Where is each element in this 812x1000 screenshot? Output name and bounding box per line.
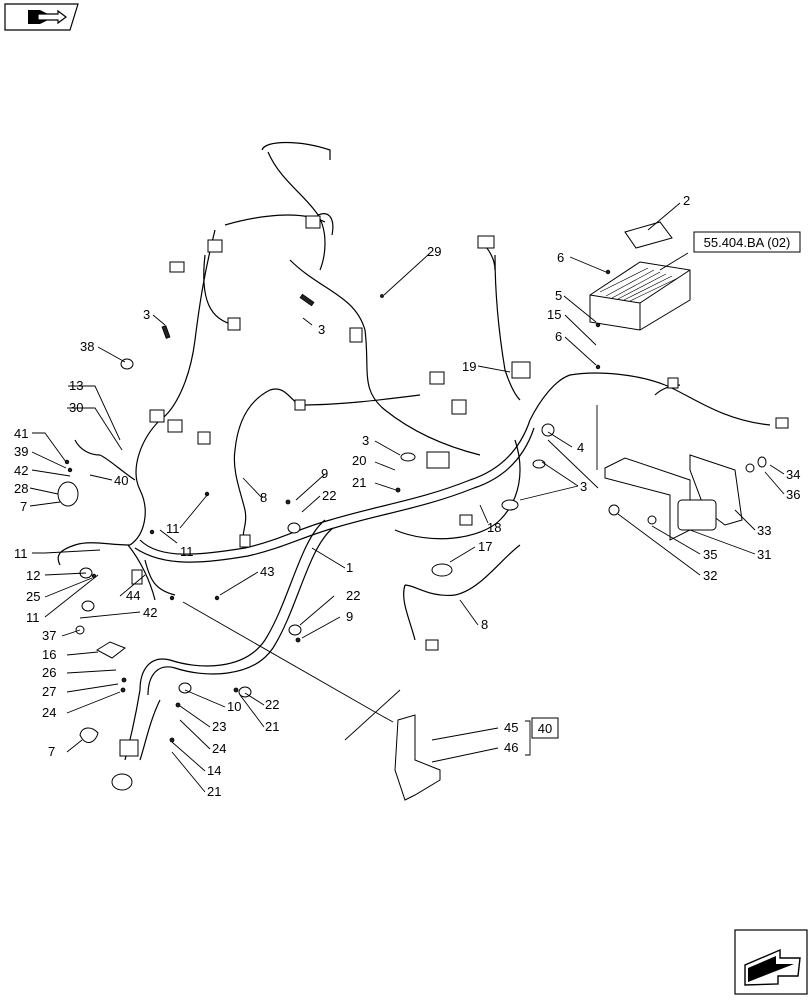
callout-23: 23 <box>212 719 226 734</box>
callout-7-lower: 7 <box>48 744 55 759</box>
callout-31: 31 <box>757 547 771 562</box>
callout-40: 40 <box>114 473 128 488</box>
callout-3-right: 3 <box>580 479 587 494</box>
callout-12: 12 <box>26 568 40 583</box>
callout-36: 36 <box>786 487 800 502</box>
grommets <box>57 358 767 743</box>
leader-lines <box>29 202 785 793</box>
callout-21-lower: 21 <box>265 719 279 734</box>
callout-11-left: 11 <box>14 546 28 561</box>
callout-3: 3 <box>143 307 150 322</box>
callout-7: 7 <box>20 499 27 514</box>
callout-34: 34 <box>786 467 800 482</box>
callout-5: 5 <box>555 288 562 303</box>
reference-box-group[interactable]: 40 <box>531 717 559 739</box>
callout-26: 26 <box>42 665 56 680</box>
callout-21-bottom: 21 <box>207 784 221 799</box>
callout-2: 2 <box>683 193 690 208</box>
callout-35: 35 <box>703 547 717 562</box>
callout-19: 19 <box>462 359 476 374</box>
callout-32: 32 <box>703 568 717 583</box>
callout-10: 10 <box>227 699 241 714</box>
callout-9-mid: 9 <box>346 609 353 624</box>
callout-22-lower: 22 <box>265 697 279 712</box>
callout-21: 21 <box>352 475 366 490</box>
mounting-bracket <box>604 454 743 541</box>
callout-46: 46 <box>504 740 518 755</box>
callout-8-right: 8 <box>481 617 488 632</box>
label-sheet <box>624 221 673 249</box>
fuse-box <box>589 261 691 331</box>
callout-16: 16 <box>42 647 56 662</box>
callout-numbers: 2 6 5 15 6 29 3 3 38 19 13 30 41 39 42 4… <box>14 193 800 799</box>
callout-3-center: 3 <box>318 322 325 337</box>
callout-14: 14 <box>207 763 221 778</box>
callout-24: 24 <box>42 705 56 720</box>
next-page-arrow-icon[interactable] <box>734 929 808 995</box>
callout-6-lower: 6 <box>555 329 562 344</box>
callout-18: 18 <box>487 520 501 535</box>
callout-43: 43 <box>260 564 274 579</box>
cover-plate <box>95 641 127 659</box>
callout-33: 33 <box>757 523 771 538</box>
callout-41: 41 <box>14 426 28 441</box>
main-harness <box>57 141 771 761</box>
callout-37: 37 <box>42 628 56 643</box>
callout-11-b: 11 <box>180 544 194 559</box>
callout-44: 44 <box>126 588 140 603</box>
connector-blocks <box>111 215 789 791</box>
callout-4: 4 <box>577 440 584 455</box>
callout-13: 13 <box>69 378 83 393</box>
book-arrow-icon[interactable] <box>4 3 79 31</box>
callout-27: 27 <box>42 684 56 699</box>
group-ref-text: 40 <box>538 721 552 736</box>
callout-20: 20 <box>352 453 366 468</box>
fasteners <box>64 269 611 743</box>
callout-45: 45 <box>504 720 518 735</box>
separator-lines <box>182 405 599 741</box>
callout-6: 6 <box>557 250 564 265</box>
callout-15: 15 <box>547 307 561 322</box>
callout-1: 1 <box>346 560 353 575</box>
callout-3-cluster: 3 <box>362 433 369 448</box>
callout-39: 39 <box>14 444 28 459</box>
callout-29: 29 <box>427 244 441 259</box>
lower-bracket <box>394 714 441 801</box>
callout-38: 38 <box>80 339 94 354</box>
callout-8: 8 <box>260 490 267 505</box>
callout-11: 11 <box>166 521 180 536</box>
callout-30: 30 <box>69 400 83 415</box>
callout-28: 28 <box>14 481 28 496</box>
callout-11-lower: 11 <box>26 610 40 625</box>
callout-22: 22 <box>322 488 336 503</box>
callout-24-lower: 24 <box>212 741 226 756</box>
callout-42-lower: 42 <box>143 605 157 620</box>
callout-22-mid: 22 <box>346 588 360 603</box>
reference-box-fusebox[interactable]: 55.404.BA (02) <box>693 231 801 253</box>
callout-25: 25 <box>26 589 40 604</box>
callout-17: 17 <box>478 539 492 554</box>
fusebox-ref-text: 55.404.BA (02) <box>704 235 791 250</box>
callout-42: 42 <box>14 463 28 478</box>
callout-9: 9 <box>321 466 328 481</box>
